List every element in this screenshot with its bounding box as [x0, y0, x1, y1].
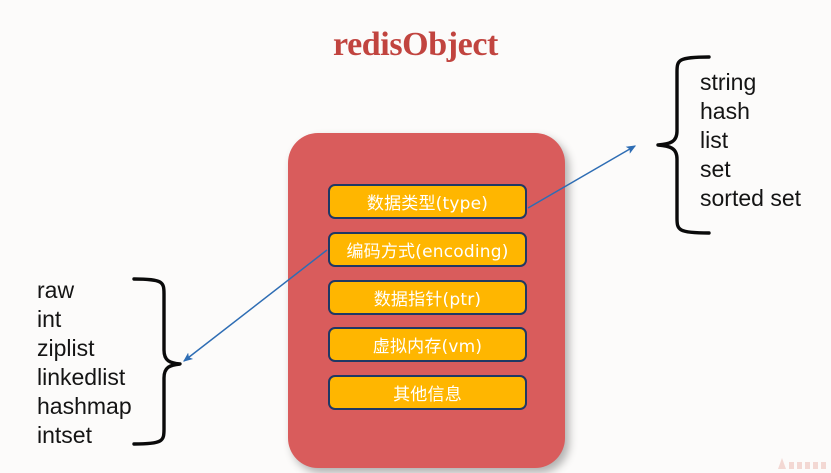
data-type-item-sortedset: sorted set [700, 185, 801, 211]
encoding-item-intset: intset [37, 422, 92, 448]
watermark-logo-icon [778, 458, 786, 469]
field-box-ptr[interactable]: 数据指针(ptr) [328, 280, 527, 315]
data-type-item-hash: hash [700, 98, 750, 124]
data-type-item-set: set [700, 156, 731, 182]
watermark [778, 457, 828, 469]
field-box-encoding[interactable]: 编码方式(encoding) [328, 232, 527, 267]
encoding-item-int: int [37, 306, 62, 332]
data-type-item-list: list [700, 127, 729, 153]
encoding-item-hashmap: hashmap [37, 393, 132, 419]
left-curly-brace [132, 277, 182, 446]
encoding-item-ziplist: ziplist [37, 335, 95, 361]
encoding-list: raw int ziplist linkedlist hashmap intse… [37, 276, 132, 450]
encoding-item-raw: raw [37, 277, 75, 303]
watermark-text [789, 462, 828, 469]
data-type-item-string: string [700, 69, 757, 95]
field-box-other[interactable]: 其他信息 [328, 375, 527, 410]
field-box-type[interactable]: 数据类型(type) [328, 184, 527, 219]
data-type-list: string hash list set sorted set [700, 68, 801, 213]
encoding-item-linkedlist: linkedlist [37, 364, 126, 390]
page-title: redisObject [333, 26, 498, 63]
field-box-vm[interactable]: 虚拟内存(vm) [328, 327, 527, 362]
